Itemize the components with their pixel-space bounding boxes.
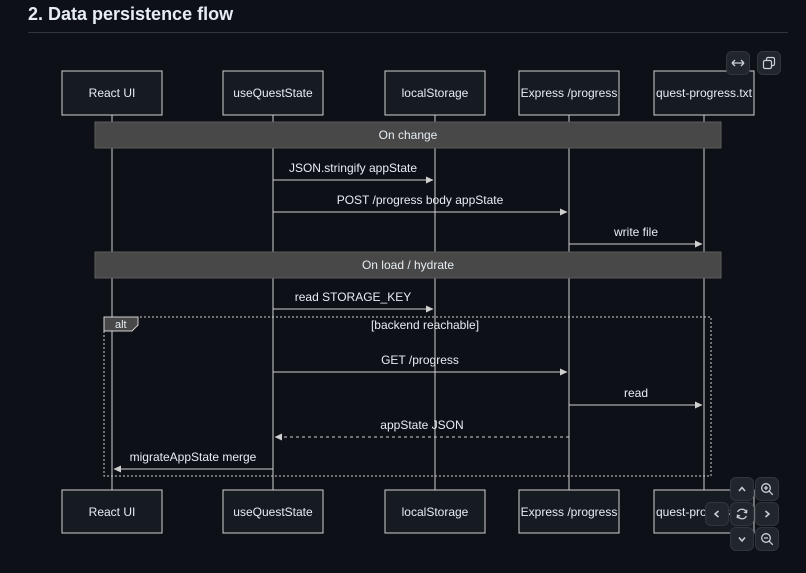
- pan-down-button[interactable]: [730, 527, 754, 551]
- message-label: migrateAppState merge: [130, 450, 257, 464]
- note-on-change: On change: [94, 121, 722, 149]
- actor-label: React UI: [89, 505, 136, 519]
- actor-express-progress-top: Express /progress: [518, 70, 620, 116]
- chevron-left-icon: [713, 510, 719, 518]
- message-json-stringify: JSON.stringify appState: [273, 161, 434, 184]
- message-post-progress: POST /progress body appState: [273, 193, 568, 216]
- actor-label: React UI: [89, 86, 136, 100]
- message-read-storage-key: read STORAGE_KEY: [273, 290, 434, 313]
- actor-label: quest-progress.txt: [656, 86, 753, 100]
- pan-left-button[interactable]: [705, 502, 729, 526]
- zoom-in-button[interactable]: [755, 477, 779, 501]
- alt-condition: [backend reachable]: [371, 318, 479, 332]
- actor-react-ui-bottom: React UI: [61, 489, 163, 534]
- actor-usequeststate-top: useQuestState: [222, 70, 324, 116]
- chevron-right-icon: [765, 510, 771, 518]
- alt-keyword: alt: [115, 319, 127, 331]
- message-label: read: [624, 386, 648, 400]
- copy-button[interactable]: [757, 51, 781, 75]
- actor-express-progress-bottom: Express /progress: [518, 489, 620, 534]
- message-appstate-json: appState JSON: [274, 418, 569, 441]
- message-label: POST /progress body appState: [337, 193, 504, 207]
- copy-icon: [762, 56, 776, 70]
- message-label: write file: [613, 225, 658, 239]
- message-migrate-merge: migrateAppState merge: [113, 450, 273, 473]
- alt-block: alt [backend reachable]: [103, 316, 712, 477]
- zoom-in-icon: [761, 483, 774, 496]
- note-on-load: On load / hydrate: [94, 251, 722, 279]
- pan-right-button[interactable]: [755, 502, 779, 526]
- actor-usequeststate-bottom: useQuestState: [222, 489, 324, 534]
- actor-label: useQuestState: [233, 86, 313, 100]
- actor-label: localStorage: [402, 505, 469, 519]
- message-label: read STORAGE_KEY: [295, 290, 412, 304]
- note-label: On load / hydrate: [362, 258, 454, 272]
- actor-localstorage-bottom: localStorage: [384, 489, 486, 534]
- message-label: GET /progress: [381, 353, 459, 367]
- expand-icon: [731, 59, 745, 67]
- message-label: JSON.stringify appState: [289, 161, 417, 175]
- title-divider: [28, 32, 788, 33]
- pan-up-button[interactable]: [730, 477, 754, 501]
- actor-label: useQuestState: [233, 505, 313, 519]
- actor-label: localStorage: [402, 86, 469, 100]
- message-write-file: write file: [569, 225, 703, 248]
- message-label: appState JSON: [380, 418, 463, 432]
- actor-quest-progress-txt-top: quest-progress.txt: [653, 70, 755, 116]
- chevron-down-icon: [738, 537, 746, 543]
- reset-icon: [736, 508, 748, 520]
- reset-view-button[interactable]: [730, 502, 754, 526]
- expand-button[interactable]: [726, 51, 750, 75]
- actor-react-ui-top: React UI: [61, 70, 163, 116]
- zoom-out-button[interactable]: [755, 527, 779, 551]
- actor-label: Express /progress: [521, 86, 618, 100]
- chevron-up-icon: [738, 486, 746, 492]
- actor-localstorage-top: localStorage: [384, 70, 486, 116]
- zoom-out-icon: [761, 533, 774, 546]
- message-read: read: [569, 386, 703, 409]
- section-title: 2. Data persistence flow: [28, 4, 234, 24]
- actor-label: Express /progress: [521, 505, 618, 519]
- note-label: On change: [379, 128, 438, 142]
- message-get-progress: GET /progress: [273, 353, 568, 376]
